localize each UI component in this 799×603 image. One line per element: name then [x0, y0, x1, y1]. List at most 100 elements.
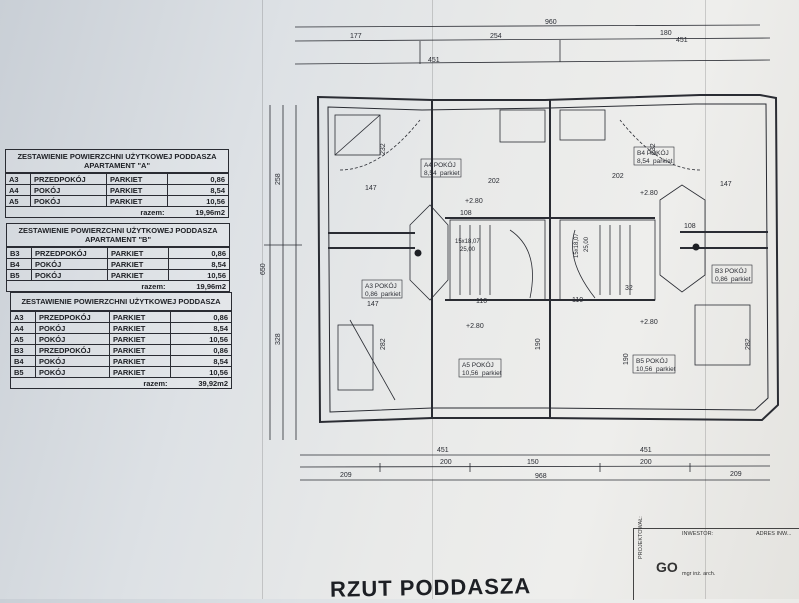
dim-left: 328 — [275, 333, 282, 345]
table-title-line2: APARTAMENT "A" — [84, 161, 150, 170]
stair-label: 15x18,07 — [574, 233, 580, 258]
area-table-apartment-b: ZESTAWIENIE POWIERZCHNI UŻYTKOWEJ PODDAS… — [6, 223, 230, 292]
room-name: POKÓJ — [35, 333, 110, 345]
room-area: 0,86 — [170, 311, 231, 323]
room-area: 10,56 — [167, 195, 228, 207]
room-area: 10,56 — [462, 370, 479, 377]
room-id: A4 — [6, 184, 31, 196]
room-id: B4 — [7, 258, 32, 270]
room-area: 0,86 — [167, 173, 228, 185]
room-id: B3 — [11, 344, 36, 356]
table-total-row: razem:39,92m2 — [11, 377, 231, 388]
dim-inner: 32 — [625, 285, 633, 292]
room-area: 0,86 — [715, 276, 728, 283]
room-material: PARKIET — [107, 258, 169, 270]
room-area: 10,56 — [636, 366, 653, 373]
room-label: A5 POKÓJ — [462, 360, 494, 369]
stamp-designer: PROJEKTOWAŁ: — [638, 516, 644, 559]
dim-bottom: 200 — [440, 459, 452, 466]
room-id: A5 — [6, 195, 31, 207]
room-finish: parkiet — [653, 158, 673, 165]
room-id: B5 — [11, 366, 36, 378]
room-material: PARKIET — [109, 333, 171, 345]
room-material: PARKIET — [109, 311, 171, 323]
room-name: PRZEDPOKÓJ — [35, 344, 110, 356]
table-total-row: razem:19,96m2 — [7, 280, 229, 291]
room-id: A4 — [11, 322, 36, 334]
total-value: 39,92m2 — [170, 377, 231, 388]
room-name: POKÓJ — [30, 184, 107, 196]
dim-inner: 282 — [380, 338, 387, 350]
dim-bottom: 451 — [437, 447, 449, 454]
room-name: POKÓJ — [35, 355, 110, 367]
total-value: 19,96m2 — [168, 280, 229, 291]
room-material: PARKIET — [109, 355, 171, 367]
paper-fold-line — [705, 0, 706, 599]
room-material: PARKIET — [107, 269, 169, 281]
room-label: B4 POKÓJ — [637, 148, 669, 157]
stair-label: 25,00 — [460, 247, 476, 253]
dim-inner: 232 — [650, 143, 657, 155]
dim-top: 254 — [490, 33, 502, 40]
level-marker: +2.80 — [640, 319, 658, 326]
stair-label: 15x18,07 — [455, 239, 480, 245]
drawing-title: RZUT PODDASZA — [329, 573, 532, 602]
dim-inner: 147 — [367, 301, 379, 308]
room-material: PARKIET — [109, 366, 171, 378]
room-area: 10,56 — [168, 269, 229, 281]
dim-total-bottom: 968 — [535, 473, 547, 480]
dim-inner: 110 — [572, 297, 583, 304]
room-name: POKÓJ — [35, 366, 110, 378]
dim-inner: 110 — [476, 298, 487, 305]
room-area: 8,54 — [167, 184, 228, 196]
stamp-address: ADRES INW... — [756, 531, 792, 537]
room-id: B5 — [7, 269, 32, 281]
room-name: PRZEDPOKÓJ — [30, 173, 107, 185]
room-finish: parkiet — [656, 366, 676, 373]
dim-top: 451 — [676, 37, 688, 44]
room-name: PRZEDPOKÓJ — [31, 247, 108, 259]
room-id: B3 — [7, 247, 32, 259]
room-area: 10,56 — [170, 366, 231, 378]
level-marker: +2.80 — [466, 323, 484, 330]
table-title-line1: ZESTAWIENIE POWIERZCHNI UŻYTKOWEJ PODDAS… — [17, 152, 217, 161]
room-area: 0,86 — [168, 247, 229, 259]
room-id: B4 — [11, 355, 36, 367]
room-material: PARKIET — [106, 173, 168, 185]
room-name: PRZEDPOKÓJ — [35, 311, 110, 323]
dim-inner: 202 — [488, 178, 500, 185]
dim-inner: 232 — [380, 143, 387, 155]
dim-bottom: 209 — [730, 471, 742, 478]
room-id: A3 — [6, 173, 31, 185]
level-marker: +2.80 — [465, 198, 483, 205]
stamp-author: mgr inż. arch. — [682, 571, 716, 577]
room-area: 8,54 — [170, 355, 231, 367]
room-finish: parkiet — [381, 291, 401, 298]
room-area: 8,54 — [168, 258, 229, 270]
total-label: razem: — [106, 206, 168, 217]
room-finish: parkiet — [440, 170, 460, 177]
room-material: PARKIET — [106, 195, 168, 207]
area-table-apartment-a: ZESTAWIENIE POWIERZCHNI UŻYTKOWEJ PODDAS… — [5, 149, 229, 218]
table-total-row: razem:19,96m2 — [6, 206, 228, 217]
room-area: 0,86 — [365, 291, 378, 298]
dim-bottom: 209 — [340, 472, 352, 479]
dim-inner: 108 — [684, 223, 696, 230]
dim-inner: 190 — [623, 353, 630, 365]
room-label: B3 POKÓJ — [715, 266, 747, 275]
room-label: A4 POKÓJ — [424, 160, 456, 169]
table-title: ZESTAWIENIE POWIERZCHNI UŻYTKOWEJ PODDAS… — [7, 224, 229, 247]
dim-bottom: 150 — [527, 459, 539, 466]
